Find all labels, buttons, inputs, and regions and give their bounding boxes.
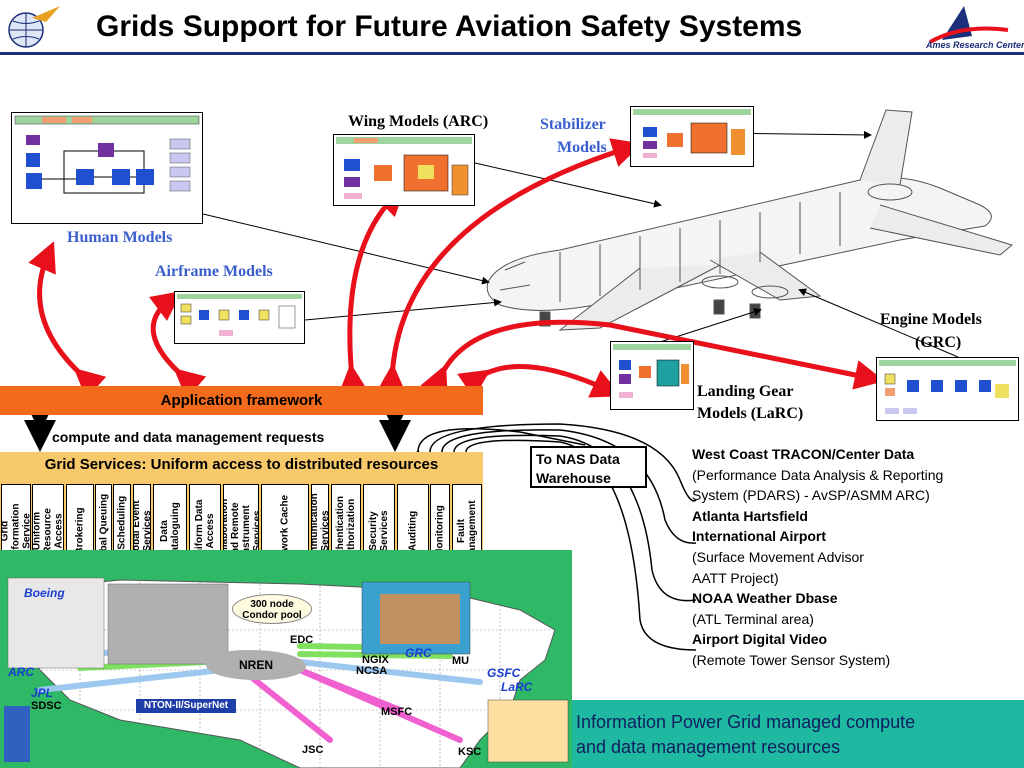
airframe-models-label: Airframe Models <box>155 263 273 280</box>
data-source-line: West Coast TRACON/Center Data <box>692 446 915 462</box>
wing-models-diagram <box>333 134 475 206</box>
condor-pool-bubble: 300 node Condor pool <box>232 594 312 624</box>
mu-site-label: MU <box>452 655 470 667</box>
data-source-line: NOAA Weather Dbase <box>692 590 838 607</box>
human-models-diagram <box>11 112 203 224</box>
data-source-line: (Surface Movement Advisor <box>692 548 864 565</box>
data-source-line: (Remote Tower Sensor System) <box>692 651 891 668</box>
nton-supernet-label: NTON-II/SuperNet <box>136 699 236 713</box>
data-source-line: (ATL Terminal area) <box>692 610 814 627</box>
jpl-site-label: JPL <box>31 686 54 700</box>
grid-service-label: Auditing <box>407 510 419 551</box>
data-source-line: International Airport <box>692 528 827 545</box>
stabilizer-models-label-line2: Models <box>557 139 607 156</box>
grid-services-header: Grid Services: Uniform access to distrib… <box>44 456 439 473</box>
engine-models-label-line2: (GRC) <box>915 334 962 351</box>
ipg-description-box: Information Power Grid managed compute a… <box>572 700 1024 768</box>
arc-site-label: ARC <box>8 665 34 679</box>
data-source-line: Atlanta Hartsfield <box>692 507 808 524</box>
ngix-site-label: NGIX <box>362 654 389 666</box>
msfc-site-label: MSFC <box>381 706 413 718</box>
jsc-site-label: JSC <box>302 744 324 756</box>
engine-models-diagram <box>876 357 1019 421</box>
grid-service-label: Brokering <box>74 506 86 555</box>
data-source-line: System (PDARS) - AvSP/ASMM ARC) <box>692 487 930 504</box>
nren-cloud: NREN <box>206 650 306 680</box>
condor-line1: 300 node <box>250 599 294 610</box>
data-source-line: AATT Project) <box>692 569 779 586</box>
application-framework-bar: Application framework <box>0 386 483 415</box>
ipg-line2: and data management resources <box>576 737 841 757</box>
stabilizer-models-diagram <box>630 106 754 167</box>
requests-label: compute and data management requests <box>52 429 325 445</box>
ames-logo-text: Ames Research Center <box>926 40 1024 50</box>
gsfc-site-label: GSFC <box>487 666 521 680</box>
data-sources-list: West Coast TRACON/Center Data (Performanc… <box>692 444 1022 671</box>
title-rule <box>0 52 1024 55</box>
globe-logo-icon <box>2 4 62 50</box>
airframe-models-diagram <box>174 291 305 344</box>
nas-box-line2: Warehouse <box>536 470 611 486</box>
page-title: Grids Support for Future Aviation Safety… <box>96 10 803 43</box>
data-source-line: Airport Digital Video <box>692 631 828 648</box>
boeing-site-label: Boeing <box>24 586 65 600</box>
edc-site-label: EDC <box>290 634 314 646</box>
nas-data-warehouse-box: To NAS Data Warehouse <box>530 446 647 488</box>
data-source-line: (Performance Data Analysis & Reporting <box>692 466 944 483</box>
stabilizer-models-label-line1: Stabilizer <box>540 116 606 133</box>
ncsa-site-label: NCSA <box>356 665 388 677</box>
wing-models-label: Wing Models (ARC) <box>348 113 489 130</box>
ipg-line1: Information Power Grid managed compute <box>576 712 916 732</box>
grid-service-label: Monitoring <box>434 504 446 557</box>
nas-box-line1: To NAS Data <box>536 451 620 467</box>
ames-logo-icon: Ames Research Center <box>912 2 1024 54</box>
condor-line2: Condor pool <box>242 610 302 621</box>
landing-gear-models-diagram <box>610 341 694 410</box>
sdsc-site-label: SDSC <box>31 700 62 712</box>
ksc-site-label: KSC <box>458 746 482 758</box>
grc-site-label: GRC <box>405 646 432 660</box>
landing-gear-label-line1: Landing Gear <box>697 383 794 400</box>
human-models-label: Human Models <box>67 229 173 246</box>
landing-gear-label-line2: Models (LaRC) <box>697 405 804 422</box>
larc-site-label: LaRC <box>501 680 533 694</box>
engine-models-label-line1: Engine Models <box>880 311 982 328</box>
